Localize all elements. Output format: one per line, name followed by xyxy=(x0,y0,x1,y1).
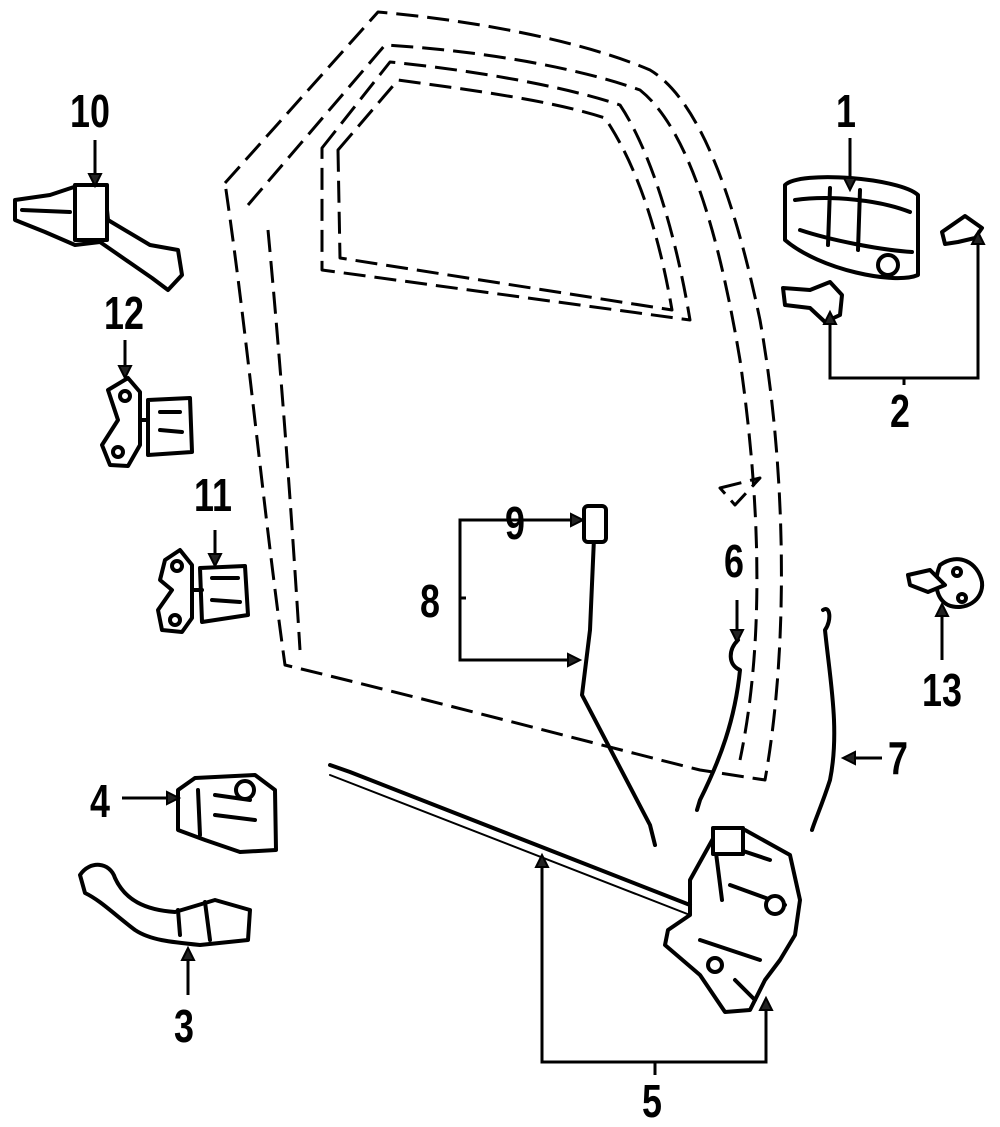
callout-2: 2 xyxy=(890,385,910,437)
striker-lock-icon xyxy=(176,773,278,854)
callout-12: 12 xyxy=(104,287,144,339)
lower-hinge-icon xyxy=(156,548,250,634)
striker-icon xyxy=(906,557,985,609)
callout-1: 1 xyxy=(836,85,856,137)
callout-4: 4 xyxy=(90,775,110,827)
callout-6: 6 xyxy=(724,535,744,587)
door-check-icon xyxy=(13,183,184,292)
callout-7: 7 xyxy=(888,732,908,784)
upper-hinge-icon xyxy=(100,376,194,468)
door-outline xyxy=(223,10,783,782)
long-latch-rod-icon xyxy=(328,763,692,916)
callout-11: 11 xyxy=(194,469,232,521)
callout-13: 13 xyxy=(922,664,962,716)
lock-control-rod-icon xyxy=(580,504,657,847)
outside-door-handle-icon xyxy=(783,175,920,281)
callout-10: 10 xyxy=(70,85,110,137)
callout-9: 9 xyxy=(505,497,525,549)
callout-3: 3 xyxy=(174,1000,194,1052)
door-latch-assembly-icon xyxy=(663,826,802,1014)
handle-rod-icon xyxy=(810,607,837,832)
lock-rod-icon xyxy=(695,638,742,812)
leader-lines xyxy=(87,138,986,1075)
callout-5: 5 xyxy=(642,1075,662,1127)
inside-door-handle-icon xyxy=(78,862,252,947)
callout-8: 8 xyxy=(420,575,440,627)
